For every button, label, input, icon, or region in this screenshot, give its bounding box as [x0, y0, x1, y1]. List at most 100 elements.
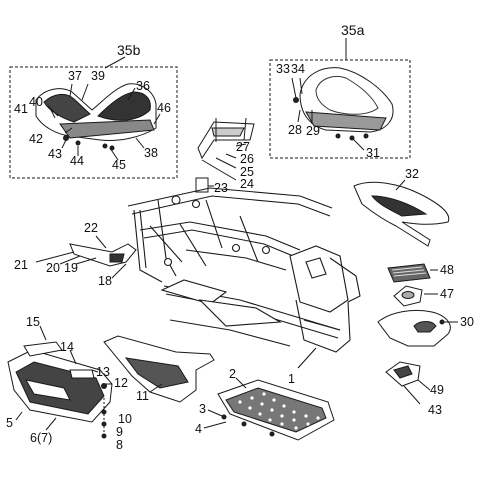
leader-22	[95, 235, 107, 249]
bolt-44	[75, 140, 81, 146]
callout-1: 1	[288, 372, 295, 386]
rear-fender-32-shade	[370, 195, 428, 217]
leader-42	[64, 127, 73, 134]
leader-27	[235, 143, 247, 147]
callout-14: 14	[60, 340, 74, 354]
frame-rear-cross	[303, 319, 341, 331]
leader-19	[75, 257, 97, 265]
frame-brace-a	[149, 225, 183, 263]
front-bracket-block	[109, 253, 125, 263]
callout-13: 13	[96, 365, 110, 379]
callout-5: 5	[6, 416, 13, 430]
leader-43a	[61, 139, 67, 149]
callout-10: 10	[118, 412, 132, 426]
callout-38: 38	[144, 146, 158, 160]
part-23	[195, 177, 214, 193]
frame-front-upright	[133, 209, 163, 283]
frame-front-upright-3	[157, 199, 177, 277]
frame-brace-d	[239, 215, 259, 263]
leader-36	[127, 87, 136, 101]
seat-35b-rear-pad	[97, 91, 151, 121]
leader-34	[299, 77, 303, 95]
callout-20: 20	[46, 261, 60, 275]
bolt-4a	[241, 421, 247, 427]
callout-24: 24	[240, 177, 254, 191]
leader-35b	[104, 56, 126, 69]
leader-2	[235, 377, 247, 389]
frame-cross-mid	[185, 249, 287, 271]
center-skid-plate	[198, 299, 282, 327]
seat-35b-base	[59, 119, 155, 139]
leader-5	[15, 411, 23, 421]
leader-39	[81, 83, 89, 101]
leader-18	[111, 263, 127, 279]
rear-cover-30	[377, 309, 451, 347]
bracket-post-b	[243, 117, 247, 141]
leader-24	[201, 159, 237, 181]
callout-11: 11	[136, 389, 149, 403]
callout-35b: 35b	[117, 42, 141, 58]
part-5-6	[7, 325, 113, 431]
bolt-45a	[102, 143, 108, 149]
seat-35a-cushion-line	[315, 76, 379, 115]
seat-bracket-plate	[211, 127, 245, 137]
leader-14	[69, 349, 77, 365]
leader-49	[417, 379, 431, 391]
part-8-12	[101, 383, 112, 439]
frame-brace-c	[205, 199, 223, 249]
frame-brace-b	[179, 223, 207, 267]
footrest-5-pad	[25, 379, 71, 401]
leader-40	[47, 105, 59, 117]
leader-15	[39, 325, 47, 341]
callout-4: 4	[195, 422, 202, 436]
bolt-43	[63, 135, 69, 141]
callout-15: 15	[26, 315, 40, 329]
callout-28: 28	[288, 123, 302, 137]
callout-3: 3	[199, 402, 206, 416]
leader-3	[207, 409, 223, 417]
callout-25: 25	[240, 165, 254, 179]
callout-35a: 35a	[341, 22, 365, 38]
frame-upper-rail-left	[127, 187, 333, 209]
nut-8	[101, 433, 107, 439]
bolt-3	[221, 414, 227, 420]
callout-6-7: 6(7)	[30, 431, 53, 445]
leader-4	[203, 421, 227, 429]
leader-38	[135, 137, 145, 149]
frame-upper-rail-left-2	[131, 195, 331, 217]
front-skid-plate	[160, 279, 228, 305]
frame-mid-rail-2	[143, 229, 299, 259]
leader-46	[153, 113, 161, 125]
leader-37	[69, 83, 73, 97]
frame-mid-rail	[139, 221, 301, 251]
callout-46: 46	[157, 101, 171, 115]
callout-48: 48	[440, 263, 454, 277]
seat-35b-group	[9, 56, 178, 179]
leader-11	[149, 383, 163, 393]
bracket-13	[69, 369, 95, 379]
bolt-31c	[363, 133, 369, 139]
part-11	[103, 335, 215, 403]
callout-42: 42	[29, 132, 43, 146]
leader-43b	[403, 385, 421, 405]
leader-41	[49, 107, 56, 119]
front-fender-11-shade	[124, 357, 189, 389]
part-30	[377, 309, 458, 347]
callout-34: 34	[291, 62, 305, 76]
leader-28	[297, 109, 301, 123]
leader-20	[59, 255, 81, 265]
frame-boss-d	[261, 245, 271, 255]
frame-boss-a	[171, 195, 181, 205]
frame-lower-rail-3	[169, 319, 291, 347]
leader-67	[45, 417, 57, 431]
bolt-12	[101, 383, 107, 389]
leader-21	[35, 251, 75, 263]
callout-21: 21	[14, 258, 28, 272]
callout-39: 39	[91, 69, 105, 83]
seat-bracket-group	[197, 117, 255, 181]
frame-rear-gusset-cut	[305, 257, 327, 279]
part-2	[203, 377, 335, 441]
callout-44: 44	[70, 154, 84, 168]
callout-43-seat: 43	[48, 147, 62, 161]
